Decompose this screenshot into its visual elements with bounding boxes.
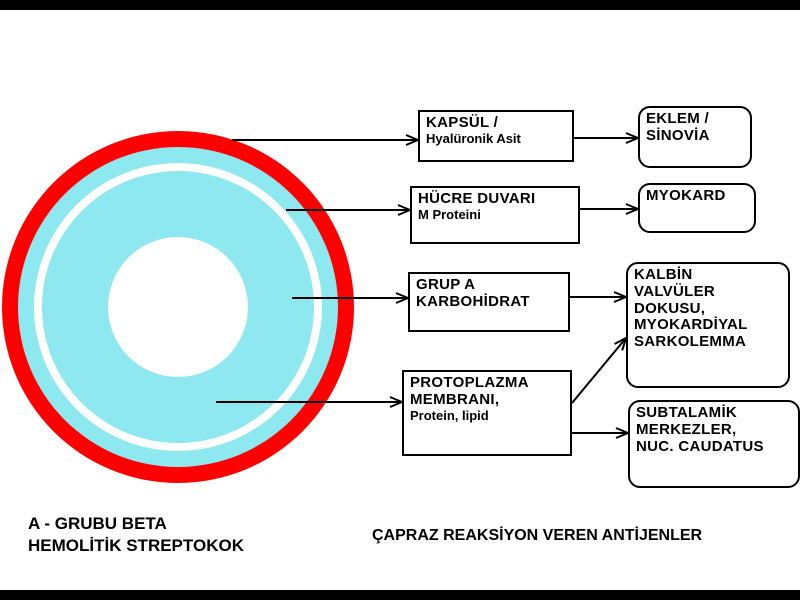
target-joint: EKLEM / SİNOVİA xyxy=(638,106,752,168)
carbohydrate-title: GRUP A xyxy=(416,276,476,293)
component-cell-wall: HÜCRE DUVARI M Proteini xyxy=(410,186,580,244)
target-valve: KALBİN VALVÜLER DOKUSU, MYOKARDİYAL SARK… xyxy=(626,262,790,388)
valve-line-1: KALBİN xyxy=(634,266,693,283)
component-carbohydrate: GRUP A KARBOHİDRAT xyxy=(408,272,570,332)
component-membrane: PROTOPLAZMA MEMBRANI, Protein, lipid xyxy=(402,370,572,456)
capsule-title: KAPSÜL / xyxy=(426,114,499,131)
organism-caption-line-2: HEMOLİTİK STREPTOKOK xyxy=(28,536,244,556)
diagram-canvas: KAPSÜL / Hyalüronik Asit HÜCRE DUVARI M … xyxy=(0,10,800,590)
target-subthalamic: SUBTALAMİK MERKEZLER, NUC. CAUDATUS xyxy=(628,400,800,488)
subthalamic-line-3: NUC. CAUDATUS xyxy=(636,437,764,455)
organism-caption: A - GRUBU BETA HEMOLİTİK STREPTOKOK xyxy=(28,513,244,557)
cytoplasm-core xyxy=(108,237,248,377)
membrane-title-cont: MEMBRANI, xyxy=(410,390,500,408)
valve-line-3: DOKUSU, xyxy=(634,299,706,317)
antigen-caption: ÇAPRAZ REAKSİYON VEREN ANTİJENLER xyxy=(372,526,702,547)
joint-line-2: SİNOVİA xyxy=(646,126,710,144)
membrane-detail: Protein, lipid xyxy=(410,407,489,423)
valve-line-2: VALVÜLER xyxy=(634,282,716,300)
diagram-svg xyxy=(2,131,800,483)
valve-line-5: SARKOLEMMA xyxy=(634,333,747,351)
joint-line-1: EKLEM / xyxy=(646,110,709,127)
arrow-membrane-to-valve xyxy=(571,338,626,404)
carbohydrate-detail: KARBOHİDRAT xyxy=(416,292,530,310)
myocard-line-1: MYOKARD xyxy=(646,187,726,204)
organism-caption-line-1: A - GRUBU BETA xyxy=(28,514,167,533)
target-myocard: MYOKARD xyxy=(638,183,756,233)
subthalamic-line-2: MERKEZLER, xyxy=(636,420,737,438)
capsule-detail: Hyalüronik Asit xyxy=(426,130,521,146)
valve-line-4: MYOKARDİYAL xyxy=(634,316,748,334)
cell-wall-detail: M Proteini xyxy=(418,206,481,222)
membrane-title: PROTOPLAZMA xyxy=(410,374,529,391)
subthalamic-line-1: SUBTALAMİK xyxy=(636,404,738,421)
cell-wall-title: HÜCRE DUVARI xyxy=(418,190,536,207)
antigen-caption-text: ÇAPRAZ REAKSİYON VEREN ANTİJENLER xyxy=(372,527,703,544)
component-capsule: KAPSÜL / Hyalüronik Asit xyxy=(418,110,574,162)
